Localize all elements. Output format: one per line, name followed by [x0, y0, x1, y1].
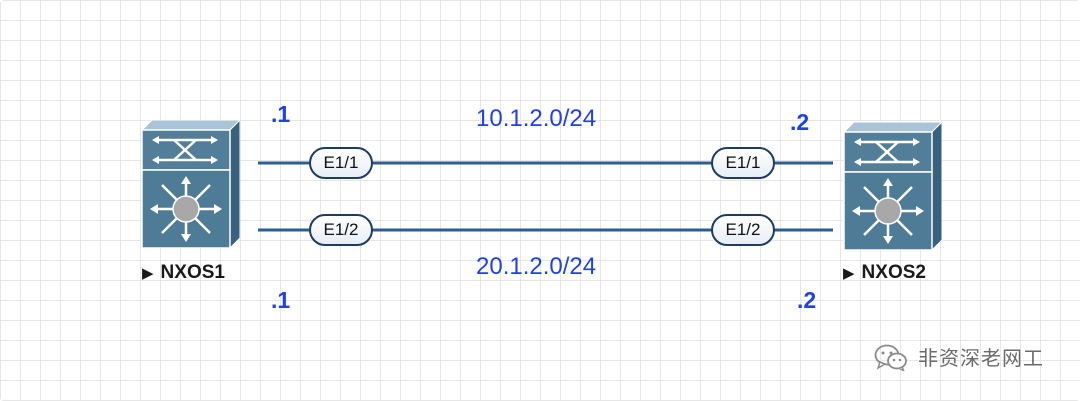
nexus-switch-icon [842, 120, 942, 250]
device-label-nxos1: ▶ NXOS1 [142, 262, 225, 283]
watermark: 非资深老网工 [874, 342, 1044, 371]
ip-label-nxos2-link2: .2 [797, 287, 817, 313]
port-label-right-e1-1: E1/1 [711, 147, 775, 179]
subnet-label-1: 10.1.2.0/24 [476, 105, 597, 132]
ip-label-nxos2-link1: .2 [790, 109, 810, 135]
watermark-text: 非资深老网工 [918, 346, 1044, 370]
port-label-left-e1-2: E1/2 [309, 214, 373, 246]
port-label-left-e1-1: E1/1 [309, 147, 373, 179]
play-icon: ▶ [843, 265, 855, 282]
port-label-right-e1-2: E1/2 [711, 214, 775, 246]
subnet-label-2: 20.1.2.0/24 [476, 253, 597, 280]
nexus-switch-icon [140, 118, 240, 248]
ip-label-nxos1-link2: .1 [271, 287, 291, 313]
ip-label-nxos1-link1: .1 [271, 101, 291, 127]
play-icon: ▶ [142, 265, 154, 282]
wechat-icon [874, 344, 907, 371]
device-label-nxos2: ▶ NXOS2 [843, 262, 926, 283]
